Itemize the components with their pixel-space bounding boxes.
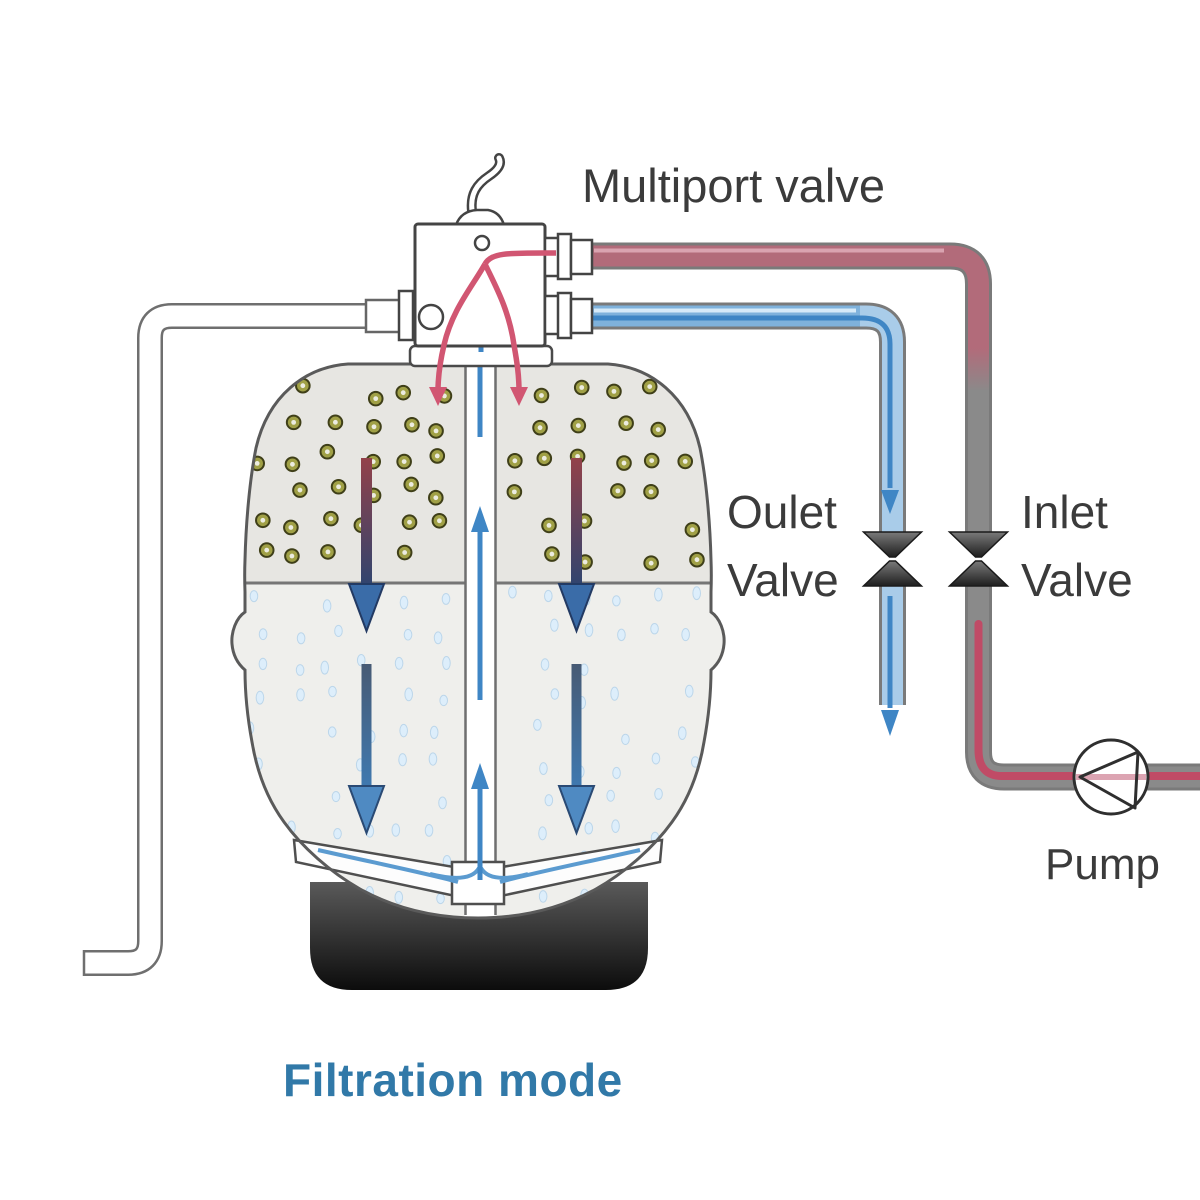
multiport-valve — [364, 153, 594, 348]
outlet-valve-label-line2: Valve — [727, 554, 839, 606]
inlet-valve-label-line2: Valve — [1021, 554, 1133, 606]
outlet-valve-label-line1: Oulet — [727, 486, 837, 538]
inlet-flow-line — [974, 620, 1200, 780]
upward-flow-arrows — [471, 352, 489, 880]
outlet-valve-icon — [861, 531, 924, 587]
valve-handle — [466, 153, 505, 216]
lateral-collector — [292, 838, 664, 906]
tank-base — [310, 882, 648, 990]
inlet-pipe — [592, 242, 1200, 791]
inlet-valve-icon — [947, 531, 1010, 587]
filtration-mode-caption: Filtration mode — [283, 1054, 623, 1106]
inlet-flow-into-tank — [429, 250, 557, 406]
downward-flow-arrows — [347, 458, 596, 836]
inlet-valve-label-line1: Inlet — [1021, 486, 1108, 538]
pump-label: Pump — [1045, 840, 1160, 889]
waste-pipe — [82, 303, 399, 976]
pump-icon — [1072, 738, 1150, 816]
multiport-valve-label: Multiport valve — [582, 159, 885, 212]
